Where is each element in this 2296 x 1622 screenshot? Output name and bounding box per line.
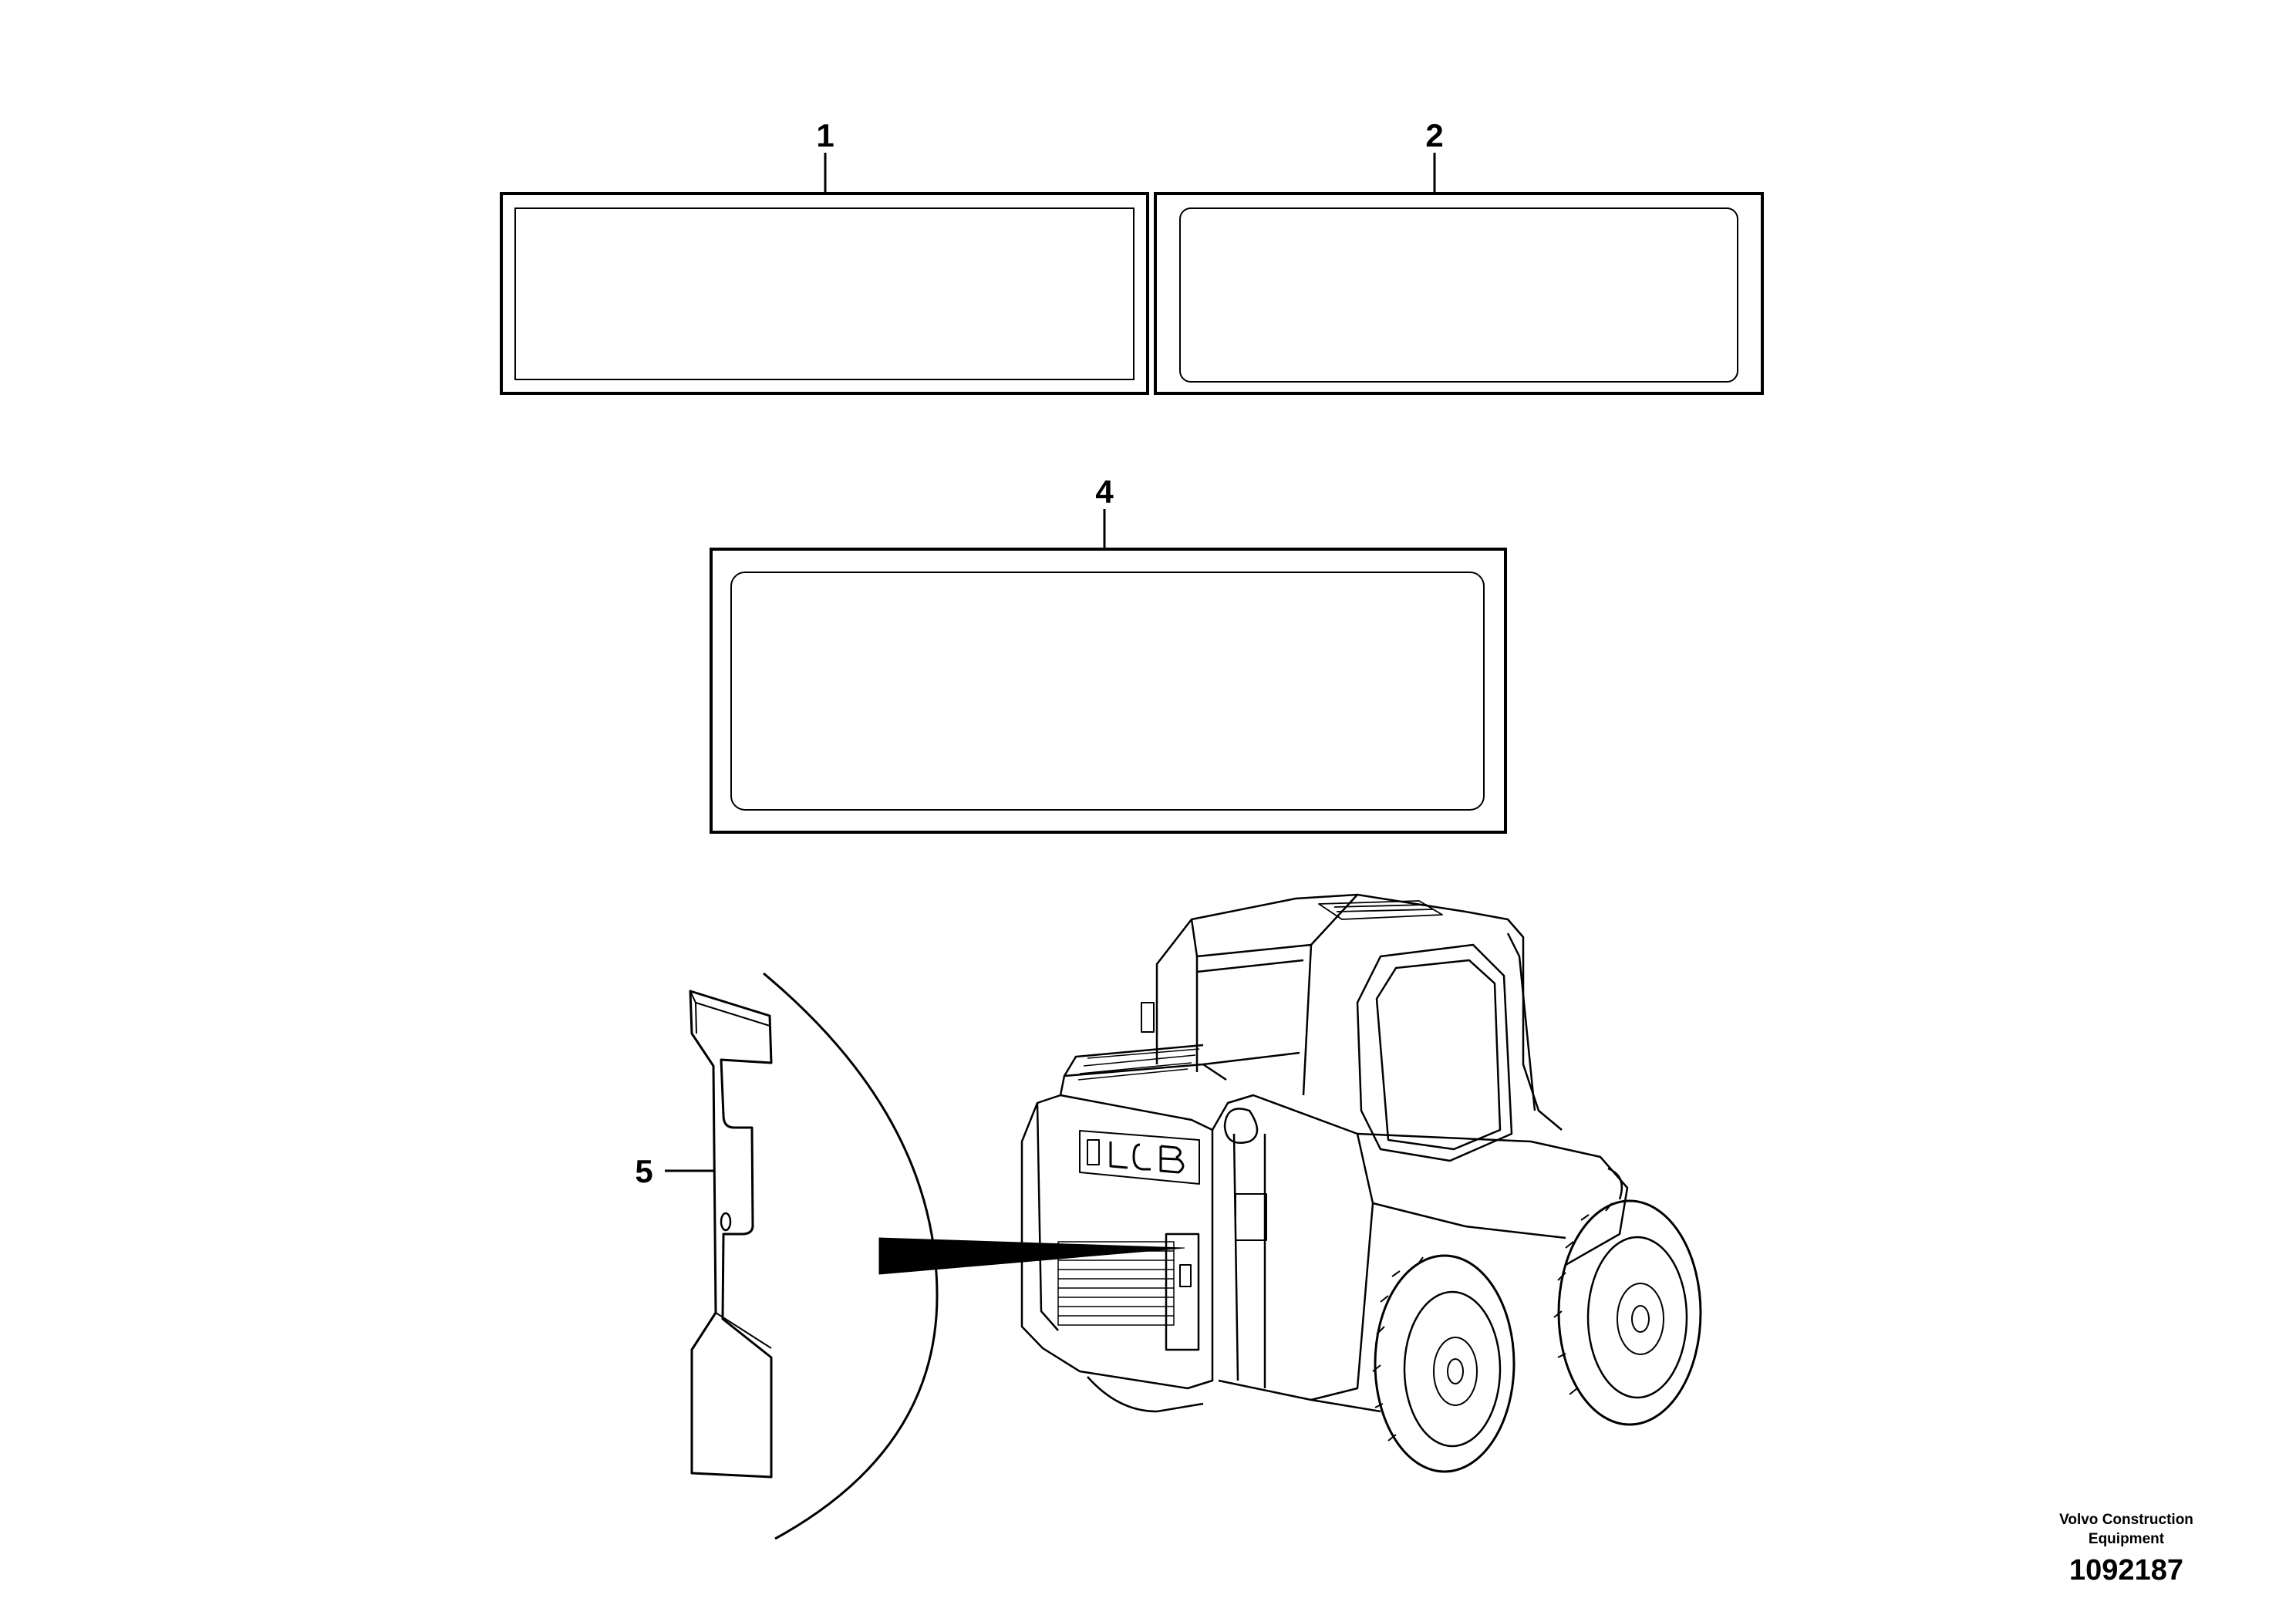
callout-5[interactable]: 5 (635, 1153, 652, 1189)
detail-magnifier-arc (763, 972, 939, 1540)
decal-2[interactable] (1154, 192, 1764, 395)
drawing-number: 1092187 (2069, 1554, 2183, 1587)
rear-tyre (1553, 1199, 1702, 1426)
detail-pointer-wedge (878, 1237, 1185, 1275)
lift-arm (1211, 1094, 1374, 1401)
front-tyre (1372, 1254, 1515, 1473)
cab-frame (1155, 893, 1563, 1131)
callout-2[interactable]: 2 (1425, 117, 1443, 153)
skid-steer-loader-illustration (1020, 893, 1702, 1473)
callout-4[interactable]: 4 (1095, 474, 1114, 510)
decal-1[interactable] (500, 192, 1149, 395)
housing-logo-outline (1079, 1130, 1200, 1185)
publisher-name-line-1: Volvo Construction (2059, 1512, 2193, 1528)
housing-top-grille (1077, 1048, 1200, 1081)
publisher-credit: Volvo Construction Equipment 1092187 (2011, 1510, 2242, 1587)
cab-door-window (1356, 943, 1513, 1162)
service-panel (1165, 1233, 1200, 1351)
publisher-name-line-2: Equipment (2088, 1531, 2165, 1547)
roof-vent (1318, 900, 1443, 920)
engine-housing (1020, 1094, 1214, 1390)
decal-4[interactable] (710, 548, 1507, 834)
part-5-plate[interactable] (689, 990, 773, 1479)
callout-1[interactable]: 1 (816, 117, 834, 153)
rear-grille (1057, 1241, 1175, 1326)
plate-hole (720, 1212, 732, 1232)
